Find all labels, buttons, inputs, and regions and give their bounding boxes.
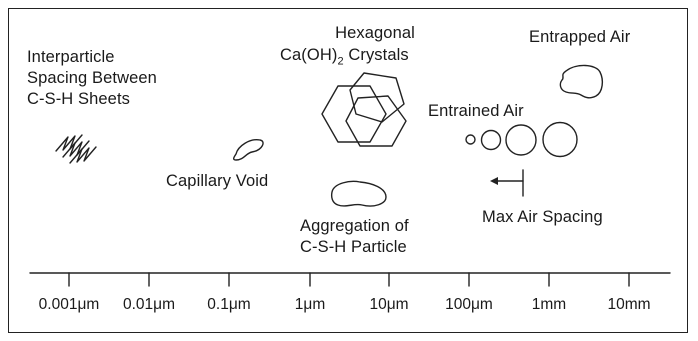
- tick-label: 1μm: [294, 296, 326, 313]
- tick-label: 100μm: [445, 296, 493, 313]
- tick-label: 10μm: [369, 296, 409, 313]
- entrapped-air-icon: [559, 64, 604, 99]
- entrained-air-label: Entrained Air: [428, 102, 524, 120]
- hexagonal-label: Hexagonal: [335, 24, 415, 42]
- max-air-spacing-label: Max Air Spacing: [482, 208, 603, 226]
- aggregation-icon: [330, 180, 387, 207]
- interparticle-label: Interparticle Spacing Between C-S-H Shee…: [27, 48, 157, 108]
- aggregation-label: Aggregation of C-S-H Particle: [300, 217, 409, 256]
- diagram-frame: [8, 8, 688, 333]
- csh-sheets-icon: [55, 134, 97, 164]
- tick-label: 0.001μm: [38, 296, 100, 313]
- arrow-head-icon: [490, 177, 498, 185]
- hexagonal-formula-label: Ca(OH)2 Crystals: [280, 46, 409, 68]
- tick-label: 0.1μm: [207, 296, 251, 313]
- hexagonal-crystals-icon: [321, 72, 407, 147]
- tick-label: 0.01μm: [122, 296, 176, 313]
- capillary-void-icon: [233, 139, 264, 161]
- max-air-spacing-marker: [495, 169, 524, 197]
- tick-label: 1mm: [531, 296, 567, 313]
- entrapped-air-label: Entrapped Air: [529, 28, 631, 46]
- tick-label: 10mm: [607, 296, 651, 313]
- capillary-void-label: Capillary Void: [166, 172, 269, 190]
- scale-axis: [29, 272, 671, 287]
- entrained-air-bubbles: [465, 121, 578, 158]
